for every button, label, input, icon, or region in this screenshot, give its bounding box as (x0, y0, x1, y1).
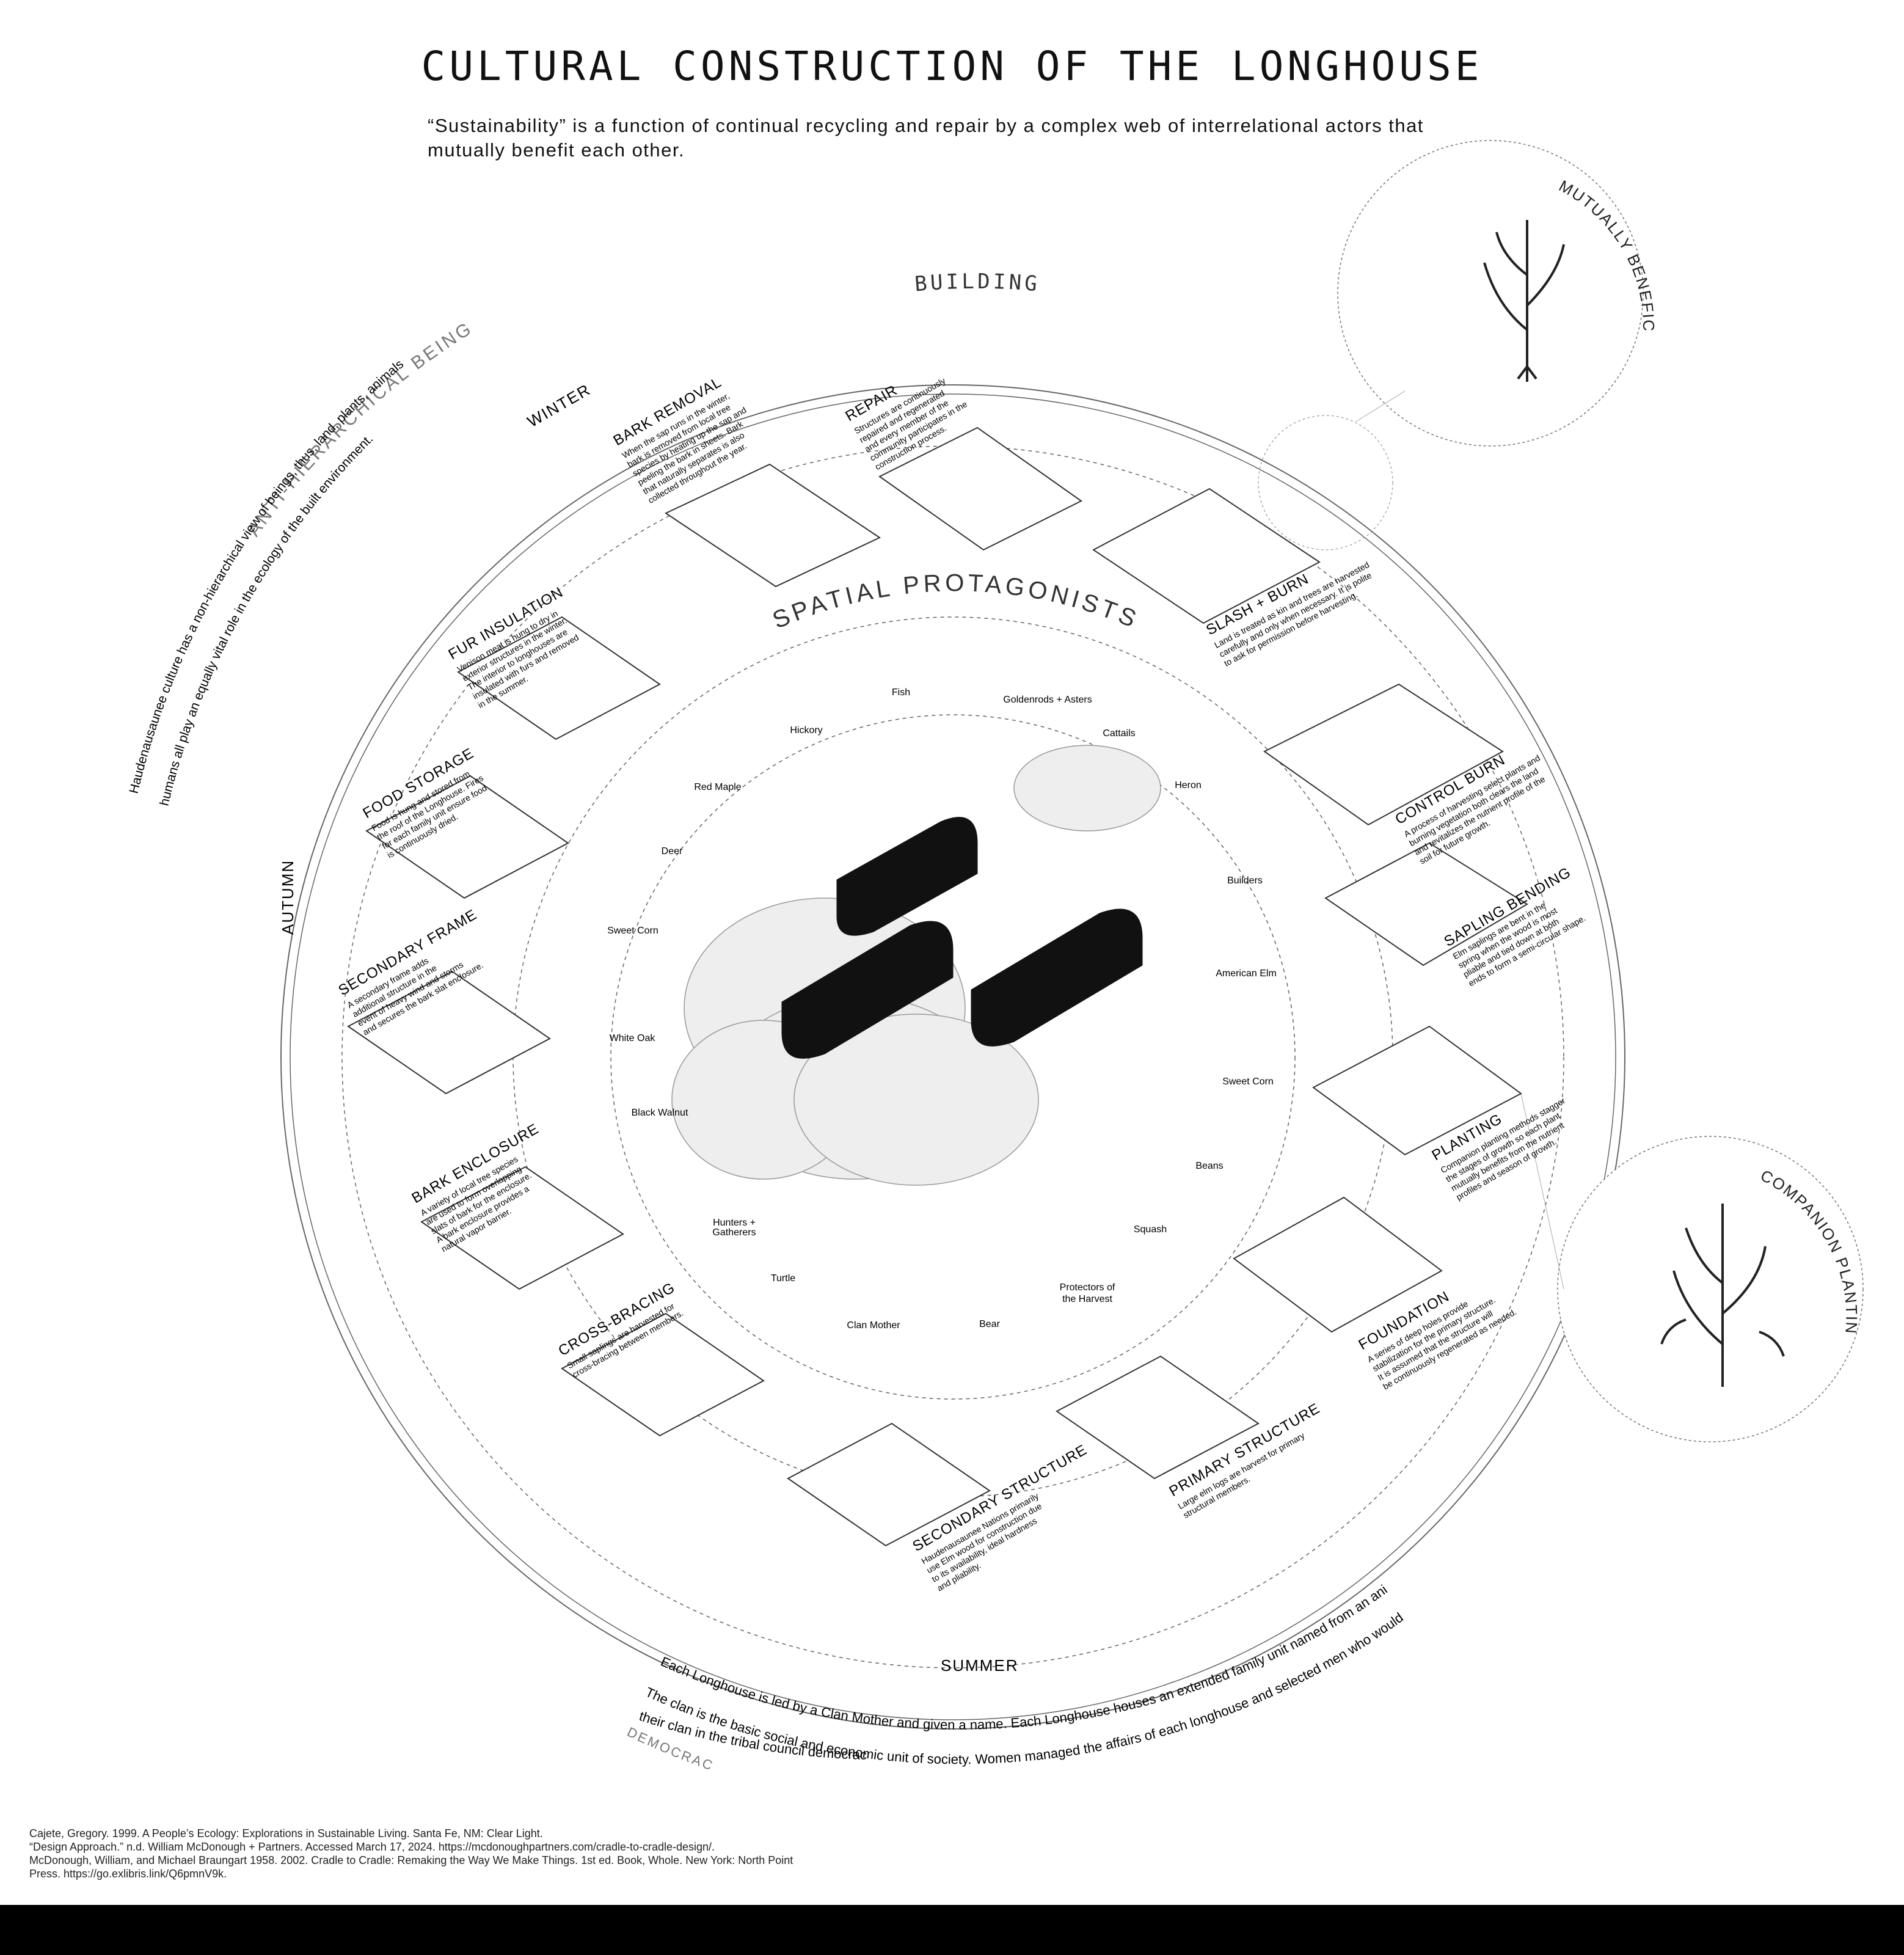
stage-cross-bracing-block (561, 1312, 765, 1437)
protagonist-label: Deer (662, 846, 683, 857)
stage-bark-enclosure-block (420, 1166, 624, 1290)
stage-secondary-frame-block (347, 970, 551, 1095)
protagonist-label: Beans (1195, 1161, 1223, 1171)
stage-sapling-bending-block (1324, 842, 1528, 967)
democracy-heading: DEMOCRACY (0, 0, 716, 1774)
protagonist-label: the Harvest (1062, 1294, 1112, 1304)
democracy-text-3: their clan in the tribal council democra… (0, 0, 867, 1763)
protagonist-label: Black Walnut (632, 1108, 688, 1118)
corn-plant-icon (1483, 220, 1565, 382)
protagonist-label: Goldenrods + Asters (1003, 695, 1092, 705)
protagonist-label: Turtle (771, 1273, 795, 1284)
anti-hierarchical-heading: ANTI-HIERARCHICAL BEINGS (0, 0, 476, 540)
page-title: CULTURAL CONSTRUCTION OF THE LONGHOUSE (421, 43, 1483, 90)
stage-fur-insulation-block (457, 616, 661, 740)
protagonist-label: Cattails (1103, 728, 1135, 739)
reference-item: Press. https://go.exlibris.link/Q6pmnV9k… (29, 1868, 227, 1880)
longhouse-icons (781, 817, 1143, 1059)
protagonist-label: Red Maple (694, 782, 741, 792)
spatial-protagonists-label: SPATIAL PROTAGONISTS (769, 569, 1143, 634)
central-scene (671, 745, 1161, 1186)
season-winter-label: WINTER (524, 380, 594, 431)
stage-foundation-block (1233, 1196, 1443, 1333)
protagonist-label: Squash (1134, 1224, 1167, 1235)
protagonist-label: Gatherers (712, 1227, 756, 1238)
footer-bar (0, 1905, 1904, 1955)
mutually-beneficial-callout: MUTUALLY BENEFICIAL (0, 0, 1657, 550)
references: Cajete, Gregory. 1999. A People’s Ecolog… (29, 1827, 946, 1880)
protagonist-label: Hunters + (713, 1218, 756, 1228)
protagonist-label: Sweet Corn (1222, 1076, 1274, 1087)
reference-item: McDonough, William, and Michael Braungar… (29, 1854, 793, 1866)
stage-bark-removal-block (664, 463, 881, 588)
stage-slash-burn-block (1092, 488, 1321, 624)
stage-planting-block (1312, 1025, 1522, 1156)
building-ring-label: BUILDING (914, 269, 1041, 297)
subtitle-line: “Sustainability” is a function of contin… (428, 115, 1424, 136)
protagonist-label: Builders (1227, 875, 1263, 886)
stage-repair-block (878, 426, 1082, 551)
stage-control-burn-block (1263, 683, 1504, 826)
corn-beans-squash-icon (1660, 1204, 1785, 1387)
stage-food-storage-block (365, 775, 569, 899)
protagonist-label: Bear (979, 1319, 1000, 1329)
protagonist-label: White Oak (610, 1033, 656, 1043)
season-autumn-label: AUTUMN (279, 860, 297, 935)
protagonist-label: Fish (892, 687, 910, 698)
protagonist-label: Hickory (790, 725, 822, 736)
subtitle: “Sustainability” is a function of contin… (428, 114, 1497, 163)
protagonist-label: Clan Mother (847, 1320, 900, 1331)
protagonist-label: American Elm (1216, 968, 1277, 979)
protagonist-label: Sweet Corn (607, 926, 658, 936)
democracy-text-1: Each Longhouse is led by a Clan Mother a… (0, 0, 1390, 1733)
stage-secondary-structure-block (787, 1422, 991, 1547)
stage-primary-structure-block (1056, 1355, 1260, 1480)
stage-diagrams (347, 426, 1528, 1547)
subtitle-line: mutually benefit each other. (428, 139, 685, 161)
reference-item: “Design Approach.” n.d. William McDonoug… (29, 1841, 715, 1853)
reference-item: Cajete, Gregory. 1999. A People’s Ecolog… (29, 1827, 543, 1840)
protagonist-label: Protectors of (1060, 1282, 1115, 1293)
season-summer-label: SUMMER (941, 1656, 1019, 1675)
protagonist-label: Heron (1175, 780, 1202, 791)
